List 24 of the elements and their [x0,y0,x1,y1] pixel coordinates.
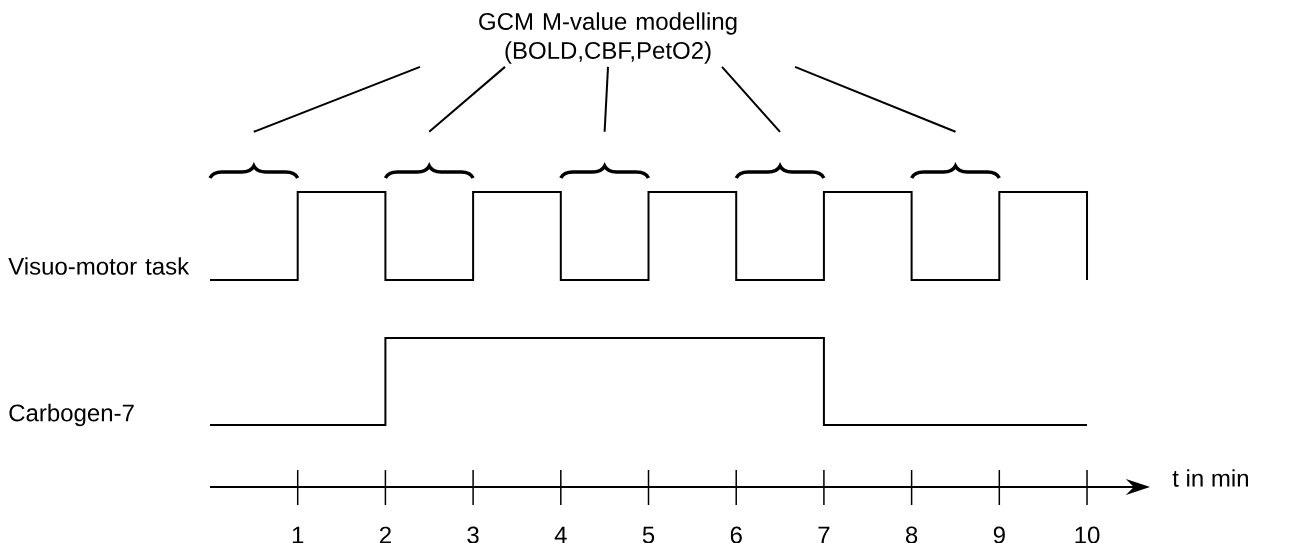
tick-label: 3 [467,526,479,543]
leader-line [794,65,957,133]
curly-brace [734,164,826,180]
curly-brace [384,164,475,180]
leader-line [721,65,781,133]
signal-label: Visuo-motor task [8,257,190,275]
heading-text: GCM M-value modelling (BOLD,CBF,PetO2) [479,12,737,64]
tick-label: 2 [379,526,391,543]
curly-brace [208,164,300,180]
signal-label: Carbogen-7 [9,403,134,427]
curly-brace [910,164,1001,180]
leader-line [603,65,609,133]
curly-brace [559,164,650,180]
tick-label: 7 [818,526,830,543]
tick-label: 8 [906,526,918,543]
tick-label: 1 [292,526,304,543]
tick-label: 10 [1075,526,1100,543]
tick-label: 4 [554,526,567,543]
tick-label: 5 [642,526,655,543]
tick-label: 9 [993,526,1005,543]
leader-line [428,65,506,133]
tick-label: 6 [730,526,742,543]
leader-line [252,65,421,133]
axis-label: t in min [1172,469,1248,487]
